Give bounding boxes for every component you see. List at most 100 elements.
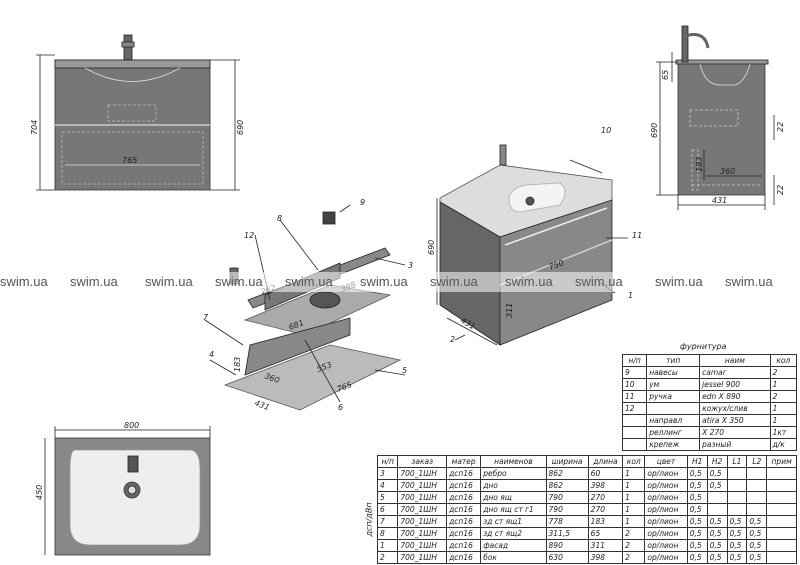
table-cell: edn X 890 — [699, 390, 771, 403]
table-cell — [766, 479, 797, 492]
faucet-side-icon — [681, 25, 689, 63]
table-cell — [706, 503, 728, 516]
table-cell: дсп16 — [446, 527, 482, 540]
table-cell: 2 — [376, 551, 399, 564]
column-header: матер — [446, 455, 482, 468]
table-cell: 12 — [621, 402, 648, 415]
table-cell: 5 — [376, 491, 399, 504]
table-cell: 0,5 — [746, 527, 768, 540]
iso-dim-height: 690 — [427, 240, 436, 255]
table-cell: дсп16 — [446, 551, 482, 564]
table-cell: 1 — [769, 378, 798, 391]
table-cell: 398 — [587, 479, 624, 492]
table-cell: 790 — [545, 491, 589, 504]
dim-431: 431 — [712, 196, 727, 205]
table-cell: X 270 — [699, 426, 771, 439]
table-cell: 1 — [622, 491, 646, 504]
top-view — [44, 426, 211, 556]
callout-12: 12 — [244, 231, 254, 240]
table-cell: 11 — [621, 390, 648, 403]
column-header: наименов — [480, 455, 547, 468]
table-cell: 0,5 — [706, 539, 728, 552]
table-cell: 2 — [622, 551, 646, 564]
column-header: H2 — [706, 455, 728, 468]
table-cell: 778 — [545, 515, 589, 528]
table-cell: ор/лион — [644, 515, 688, 528]
table-cell: jessel 900 — [699, 378, 771, 391]
exp-dim-183: 183 — [233, 357, 242, 372]
dim-704: 704 — [30, 120, 39, 135]
table-cell: ор/лион — [644, 467, 688, 480]
table-cell: 630 — [545, 551, 589, 564]
callout-9: 9 — [360, 198, 365, 207]
table-cell: 270 — [587, 491, 624, 504]
callout-11: 11 — [632, 231, 642, 240]
watermark-text: swim.ua — [0, 274, 48, 289]
dim-22-bottom: 22 — [776, 185, 785, 195]
table-cell: ор/лион — [644, 539, 688, 552]
table-cell: 10 — [621, 378, 648, 391]
table-cell: 862 — [545, 479, 589, 492]
table-cell — [726, 491, 748, 504]
watermark-text: swim.ua — [655, 274, 703, 289]
table-cell: 0,5 — [726, 539, 748, 552]
callout-7: 7 — [203, 313, 209, 322]
table-cell: 2 — [622, 527, 646, 540]
table-cell: кожух/слив — [699, 402, 771, 415]
table-cell: 311 — [587, 539, 624, 552]
table-cell: 700_1ШН — [397, 539, 448, 552]
table-cell: ребро — [480, 467, 547, 480]
callout-6: 6 — [338, 403, 343, 412]
table-cell — [726, 479, 748, 492]
table-cell: 1 — [622, 503, 646, 516]
dim-800: 800 — [124, 421, 139, 430]
fittings-title: фурнитура — [680, 342, 727, 351]
column-header: кол — [622, 455, 646, 468]
table-cell: дно ящ ст г1 — [480, 503, 547, 516]
callout-8: 8 — [277, 214, 282, 223]
side-view — [656, 25, 775, 210]
table-cell — [766, 515, 797, 528]
dim-183: 183 — [695, 157, 704, 172]
table-cell: 1 — [376, 539, 399, 552]
watermark-text: swim.ua — [145, 274, 193, 289]
watermark-text: swim.ua — [70, 274, 118, 289]
callout-2: 2 — [450, 335, 455, 344]
column-header: L1 — [726, 455, 748, 468]
front-view — [36, 34, 240, 191]
iso-dim-311: 311 — [505, 303, 514, 318]
table-cell — [746, 503, 768, 516]
table-cell: 700_1ШН — [397, 491, 448, 504]
dim-360: 360 — [720, 167, 735, 176]
table-cell — [726, 503, 748, 516]
table-cell: 0,5 — [686, 467, 708, 480]
table-cell: 0,5 — [746, 515, 768, 528]
faucet-top-icon — [127, 455, 139, 473]
table-cell — [621, 426, 648, 439]
table-cell: крепеж — [646, 438, 701, 451]
table-cell: ум — [646, 378, 701, 391]
callout-10: 10 — [601, 126, 611, 135]
table-cell: дно ящ — [480, 491, 547, 504]
table-cell — [621, 438, 648, 451]
table-cell: 1 — [769, 402, 798, 415]
watermark-text: swim.ua — [215, 274, 263, 289]
table-cell: ор/лион — [644, 491, 688, 504]
dim-765: 765 — [122, 156, 137, 165]
table-cell: 6 — [376, 503, 399, 516]
table-cell — [706, 491, 728, 504]
dim-450: 450 — [35, 485, 44, 500]
column-header: наим — [699, 354, 771, 367]
table-cell: 1 — [622, 479, 646, 492]
table-cell: 0,5 — [706, 515, 728, 528]
table-cell: 2 — [622, 539, 646, 552]
column-header: ширина — [545, 455, 589, 468]
